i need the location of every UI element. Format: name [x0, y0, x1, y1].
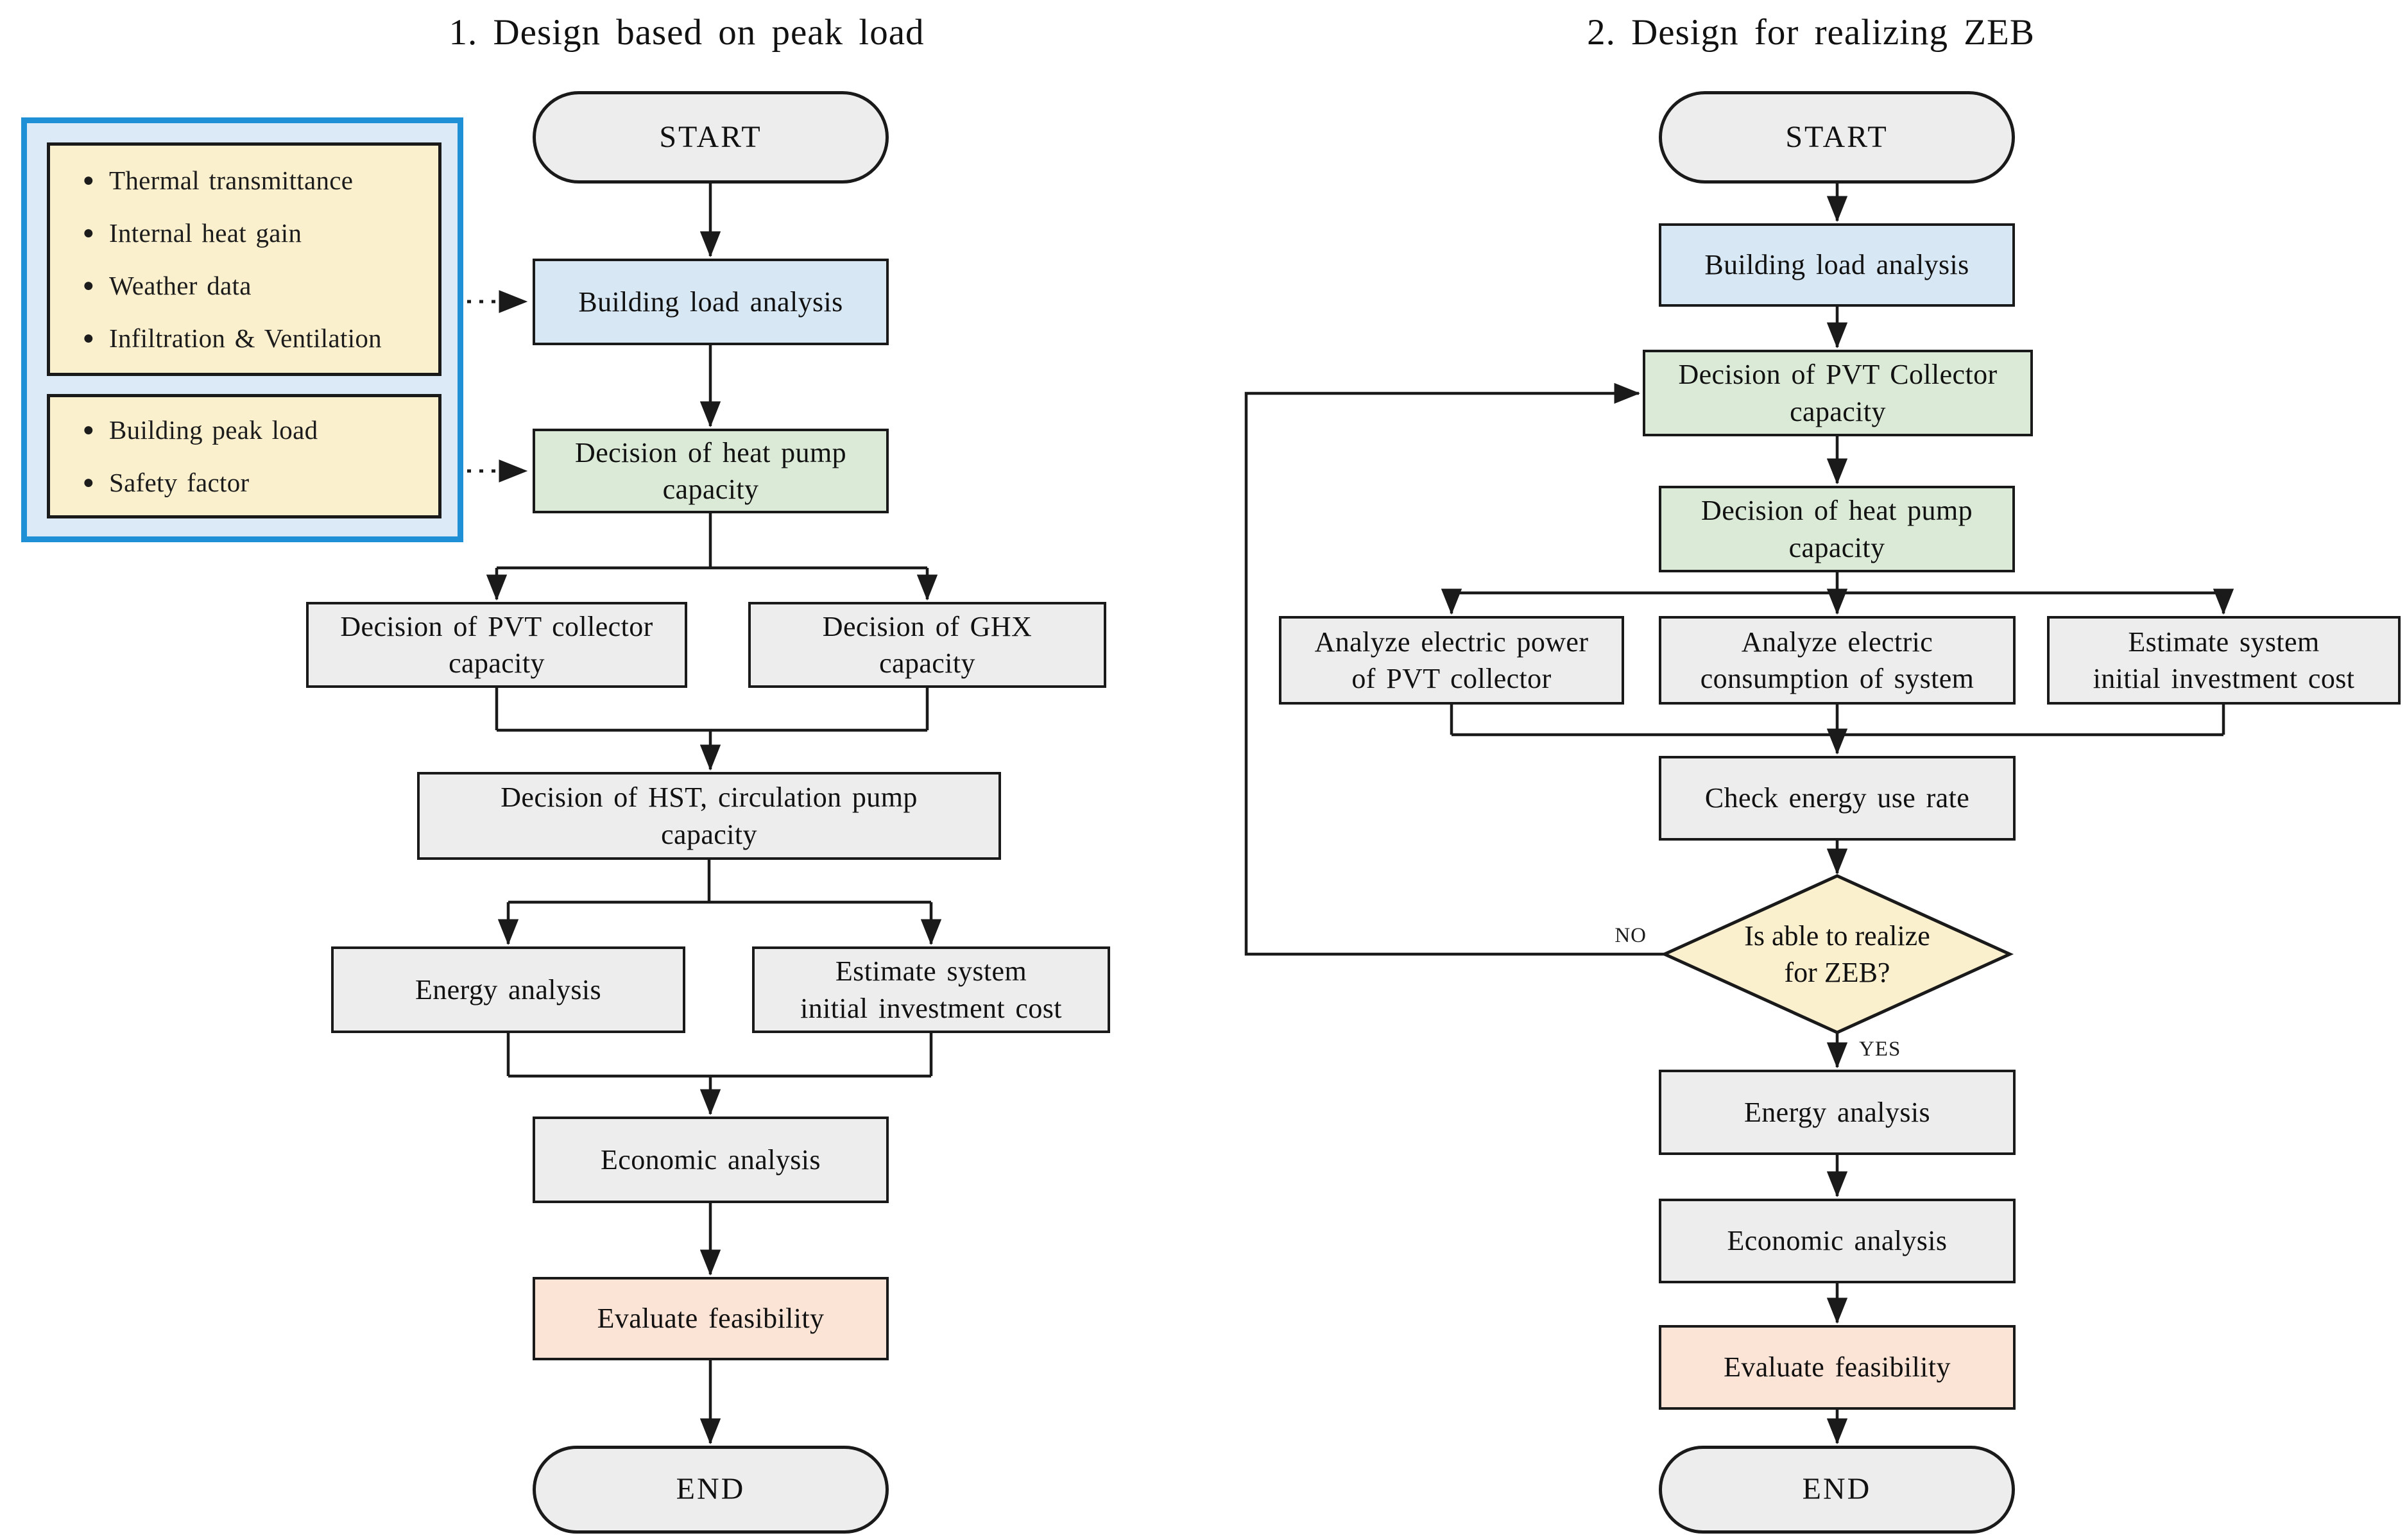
right-analyze-consumption-node: Analyze electric consumption of system	[1659, 616, 2016, 705]
line-right-split	[1452, 572, 2223, 595]
left-economic-analysis-node: Economic analysis	[533, 1116, 889, 1203]
arrow-right-no-loop	[1244, 382, 1665, 956]
list-item: ● Internal heat gain	[68, 218, 438, 248]
input-item-label: Safety factor	[109, 468, 250, 497]
bullet-icon: ●	[82, 419, 95, 440]
left-pvt-collector-node: Decision of PVT collector capacity	[306, 602, 687, 688]
right-evaluate-feasibility-node: Evaluate feasibility	[1659, 1325, 2016, 1410]
line-left-split1	[497, 513, 927, 570]
right-analyze-power-node: Analyze electric power of PVT collector	[1279, 616, 1624, 705]
right-start-terminal: START	[1659, 91, 2015, 184]
input-item-label: Internal heat gain	[109, 218, 302, 248]
input-item-label: Infiltration & Ventilation	[109, 323, 382, 353]
sizing-inputs-box: ● Building peak load ● Safety factor	[47, 394, 441, 518]
right-end-terminal: END	[1659, 1446, 2015, 1534]
right-energy-analysis-node: Energy analysis	[1659, 1070, 2016, 1155]
left-hst-node: Decision of HST, circulation pump capaci…	[417, 772, 1001, 860]
left-heat-pump-node: Decision of heat pump capacity	[533, 429, 889, 513]
list-item: ● Infiltration & Ventilation	[68, 323, 438, 354]
left-end-terminal: END	[533, 1446, 889, 1534]
bullet-icon: ●	[82, 169, 95, 191]
right-chart-title: 2. Design for realizing ZEB	[1587, 12, 2035, 53]
line-left-merge2	[506, 1033, 933, 1078]
bullet-icon: ●	[82, 222, 95, 243]
right-pvt-collector-node: Decision of PVT Collector capacity	[1643, 350, 2033, 436]
no-branch-label: NO	[1615, 924, 1647, 947]
left-energy-analysis-node: Energy analysis	[331, 946, 685, 1033]
input-item-label: Weather data	[109, 271, 252, 300]
right-economic-analysis-node: Economic analysis	[1659, 1199, 2016, 1283]
left-estimate-cost-node: Estimate system initial investment cost	[752, 946, 1110, 1033]
bullet-icon: ●	[82, 327, 95, 348]
bullet-icon: ●	[82, 275, 95, 296]
right-estimate-cost-node: Estimate system initial investment cost	[2047, 616, 2401, 705]
line-left-merge1	[495, 688, 929, 732]
list-item: ● Building peak load	[68, 415, 438, 445]
left-chart-title: 1. Design based on peak load	[449, 12, 925, 53]
left-ghx-node: Decision of GHX capacity	[748, 602, 1106, 688]
bullet-icon: ●	[82, 472, 95, 493]
list-item: ● Weather data	[68, 270, 438, 301]
right-building-load-node: Building load analysis	[1659, 223, 2015, 307]
decision-diamond	[1660, 874, 2014, 1034]
right-zeb-decision-label: Is able to realize for ZEB?	[1744, 920, 1930, 988]
left-start-terminal: START	[533, 91, 889, 184]
input-item-label: Thermal transmittance	[109, 166, 354, 195]
left-building-load-node: Building load analysis	[533, 259, 889, 345]
line-right-merge	[1450, 705, 2225, 737]
input-item-label: Building peak load	[109, 415, 318, 445]
right-heat-pump-node: Decision of heat pump capacity	[1659, 486, 2015, 572]
list-item: ● Safety factor	[68, 467, 438, 498]
line-left-split2	[508, 860, 931, 904]
list-item: ● Thermal transmittance	[68, 165, 438, 196]
right-check-energy-node: Check energy use rate	[1659, 756, 2016, 841]
load-inputs-box: ● Thermal transmittance ● Internal heat ga…	[47, 142, 441, 376]
left-evaluate-feasibility-node: Evaluate feasibility	[533, 1277, 889, 1360]
yes-branch-label: YES	[1859, 1038, 1901, 1061]
